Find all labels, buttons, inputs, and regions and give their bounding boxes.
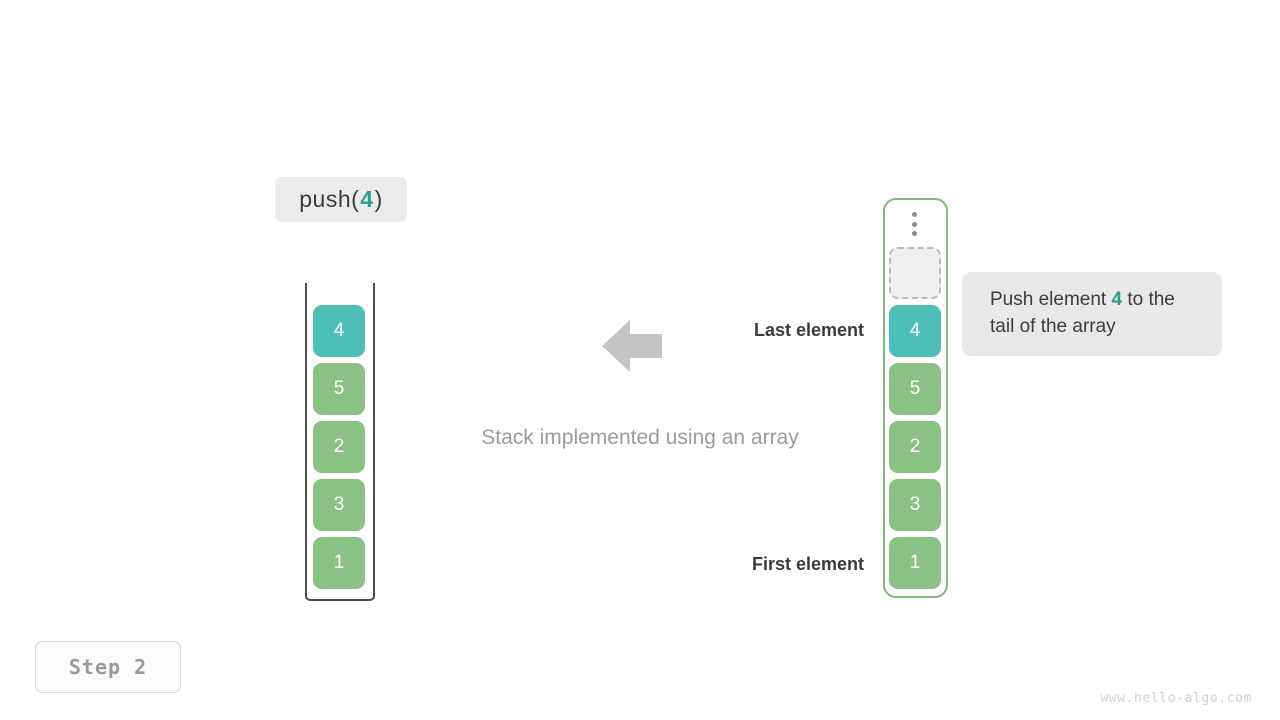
- array-container: [883, 198, 948, 598]
- operation-argument: 4: [360, 186, 374, 212]
- array-cell: 1: [889, 537, 941, 589]
- array-cell-list: 4 5 2 3 1: [889, 305, 941, 589]
- description-part1: Push element: [990, 289, 1112, 310]
- ellipsis-dot: [911, 221, 917, 227]
- operation-prefix: push(: [299, 186, 360, 212]
- stack-cell: 1: [313, 537, 365, 589]
- operation-label: push(4): [275, 177, 407, 222]
- left-arrow-icon: [602, 318, 662, 374]
- operation-suffix: ): [374, 186, 383, 212]
- array-empty-slot: [889, 247, 941, 299]
- description-part2: to the tail of the array: [990, 289, 1175, 337]
- ellipsis-dot: [911, 212, 917, 217]
- description-accent: 4: [1111, 289, 1123, 310]
- array-cell: 3: [889, 479, 941, 531]
- vertical-ellipsis-icon: [910, 212, 918, 236]
- stack-cell: 3: [313, 479, 365, 531]
- array-cell: 2: [889, 421, 941, 473]
- stack-cell-list: 4 5 2 3 1: [313, 305, 365, 589]
- stack-cell: 5: [313, 363, 365, 415]
- watermark: www.hello-algo.com: [1100, 691, 1252, 706]
- ellipsis-dot: [911, 231, 917, 236]
- stack-container: [305, 283, 375, 601]
- array-cell: 4: [889, 305, 941, 357]
- step-badge: Step 2: [35, 641, 181, 693]
- stack-cell: 2: [313, 421, 365, 473]
- description-bubble: Push element 4 to the tail of the array: [962, 272, 1222, 356]
- diagram-caption: Stack implemented using an array: [481, 426, 799, 449]
- stack-cell: 4: [313, 305, 365, 357]
- label-first-element: First element: [751, 554, 864, 574]
- array-cell: 5: [889, 363, 941, 415]
- label-last-element: Last element: [753, 320, 864, 340]
